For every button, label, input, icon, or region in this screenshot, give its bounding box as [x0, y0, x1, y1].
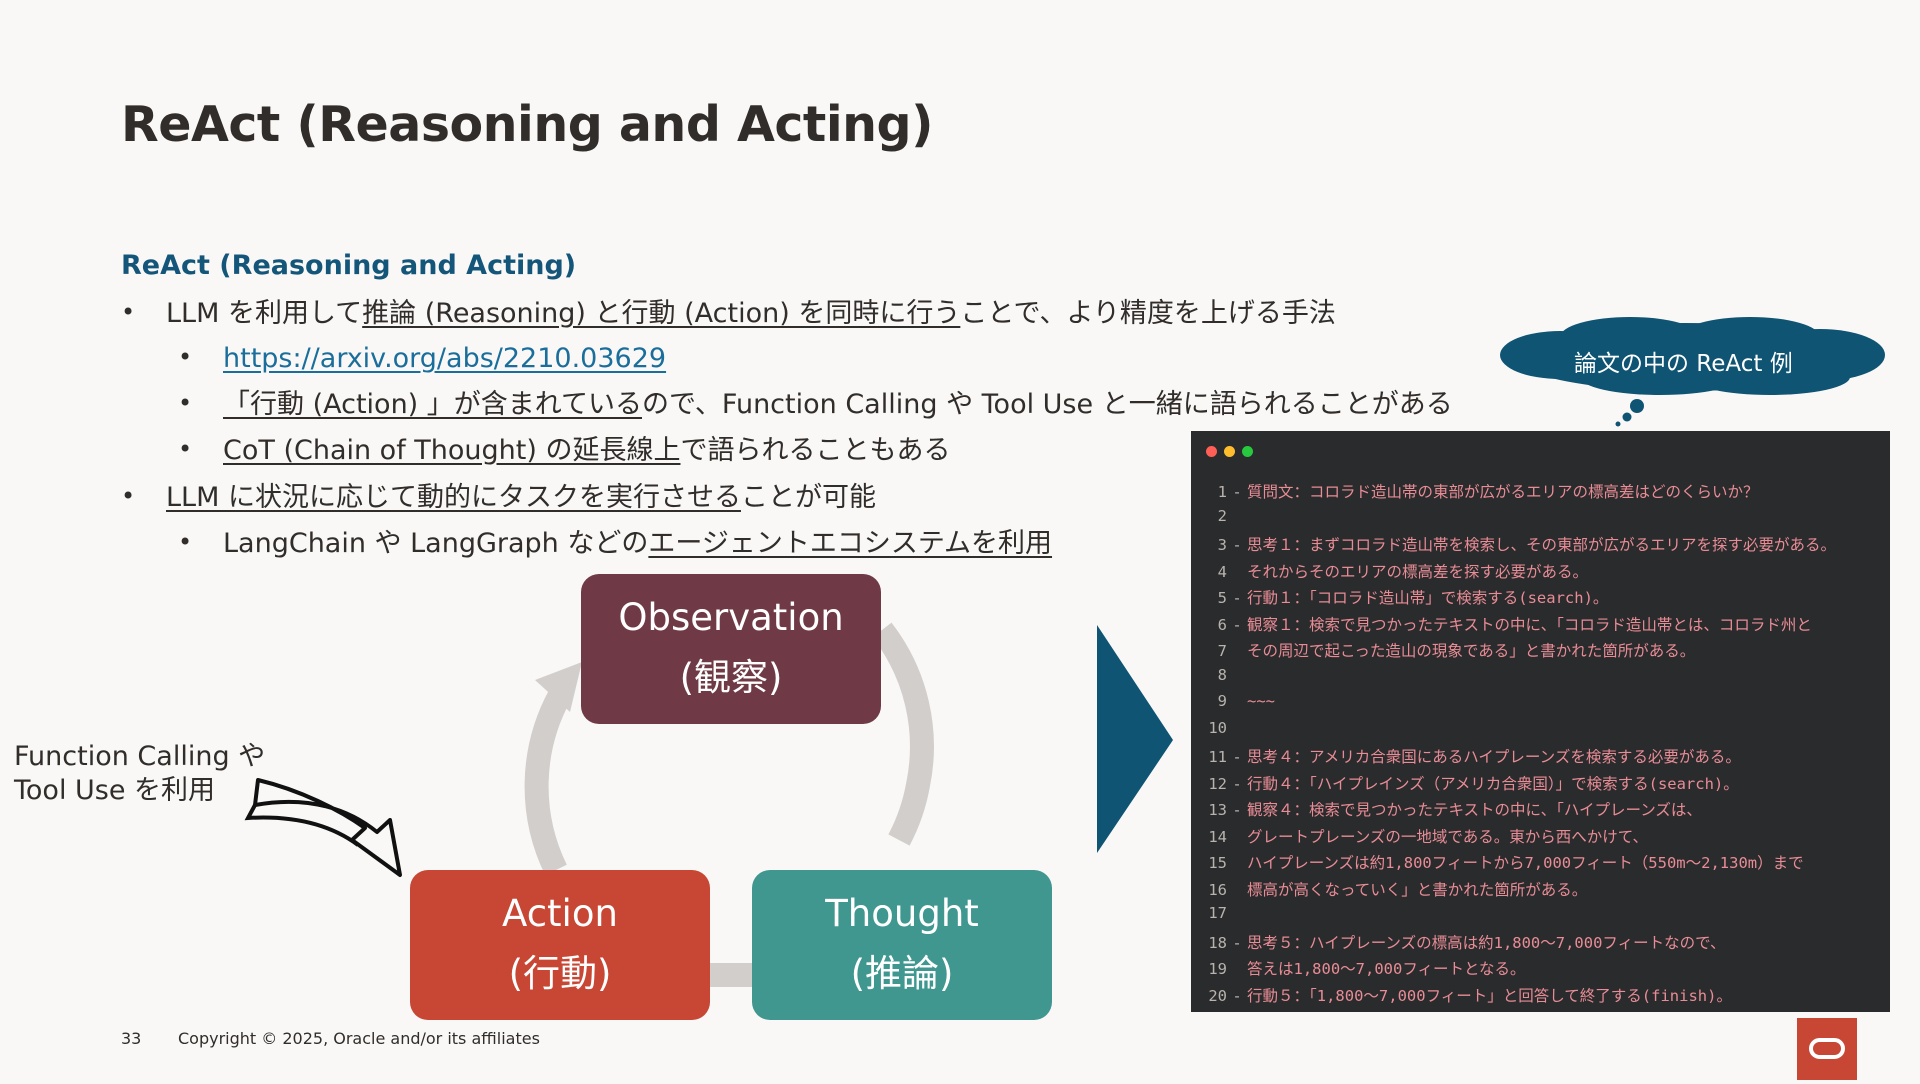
code-line: 2	[1191, 507, 1247, 525]
line-number: 11	[1208, 748, 1227, 766]
bullet-1b: 「行動 (Action) 」が含まれているので、Function Calling…	[223, 389, 1453, 420]
code-line: 8	[1191, 666, 1247, 684]
window-minimize-dot-icon	[1224, 446, 1235, 457]
line-number: 6	[1217, 615, 1227, 634]
line-number: 7	[1217, 642, 1227, 660]
code-line: 10	[1191, 719, 1247, 737]
line-number: 10	[1208, 718, 1227, 737]
line-text: 質問文：コロラド造山帯の東部が広がるエリアの標高差はどのくらいか？	[1247, 483, 1759, 501]
line-number: 2	[1217, 506, 1227, 525]
code-line: 16 標高が高くなっていく」と書かれた箇所がある。	[1191, 878, 1587, 900]
line-number: 20	[1208, 986, 1227, 1005]
callout-text: 論文の中の ReAct 例	[1574, 351, 1793, 377]
code-line: 6-観察１：検索で見つかったテキストの中に、「コロラド造山帯とは、コロラド州と	[1191, 613, 1812, 635]
line-text: 思考５：ハイプレーンズの標高は約1,800〜7,000フィートなので、	[1247, 933, 1726, 952]
line-number: 12	[1208, 774, 1227, 793]
bullet-1: LLM を利用して推論 (Reasoning) と行動 (Action) を同時…	[166, 298, 1336, 329]
window-zoom-dot-icon	[1242, 446, 1253, 457]
line-number: 4	[1217, 562, 1227, 581]
line-number: 5	[1217, 589, 1227, 607]
observation-box: Observation (観察)	[581, 574, 881, 724]
line-number: 18	[1208, 933, 1227, 952]
line-number: 19	[1208, 960, 1227, 978]
section-heading: ReAct (Reasoning and Acting)	[121, 250, 577, 281]
code-line: 15 ハイプレーンズは約1,800フィートから7,000フィート（550m〜2,1…	[1191, 851, 1804, 873]
line-text: 思考１：まずコロラド造山帯を検索し、その東部が広がるエリアを探す必要がある。	[1247, 536, 1837, 554]
line-text: その周辺で起こった造山の現象である」と書かれた箇所がある。	[1247, 642, 1696, 660]
code-line: 3-思考１：まずコロラド造山帯を検索し、その東部が広がるエリアを探す必要がある。	[1191, 533, 1836, 555]
line-text: 答えは1,800〜7,000フィートとなる。	[1247, 960, 1526, 978]
line-number: 13	[1208, 801, 1227, 819]
bullet-dot: •	[178, 343, 193, 371]
line-text: 行動５：「1,800〜7,000フィート」と回答して終了する(finish)。	[1247, 986, 1732, 1005]
thought-cloud-icon	[1500, 317, 1885, 427]
code-line: 7 その周辺で起こった造山の現象である」と書かれた箇所がある。	[1191, 639, 1696, 661]
bullet-dot: •	[178, 435, 193, 463]
line-number: 1	[1217, 483, 1227, 501]
function-calling-label: Function Calling や Tool Use を利用	[14, 741, 266, 806]
code-line: 14 グレートプレーンズの一地域である。東から西へかけて、	[1191, 825, 1648, 847]
page-title: ReAct (Reasoning and Acting)	[121, 96, 934, 153]
line-number: 14	[1208, 827, 1227, 846]
code-line: 17	[1191, 904, 1247, 922]
code-line: 12-行動４：「ハイプレインズ（アメリカ合衆国）」で検索する(search)。	[1191, 772, 1739, 794]
line-text: それからそのエリアの標高差を探す必要がある。	[1247, 562, 1589, 581]
line-marker: -	[1232, 933, 1242, 952]
code-line: 1-質問文：コロラド造山帯の東部が広がるエリアの標高差はどのくらいか？	[1191, 480, 1759, 502]
bullet-2a: LangChain や LangGraph などのエージェントエコシステムを利用	[223, 528, 1053, 559]
copyright: Copyright © 2025, Oracle and/or its affi…	[178, 1029, 540, 1048]
line-marker: -	[1232, 748, 1242, 766]
code-line: 13-観察４：検索で見つかったテキストの中に、「ハイプレーンズは、	[1191, 798, 1702, 820]
line-marker: -	[1232, 615, 1242, 634]
line-marker: -	[1232, 536, 1242, 554]
line-number: 16	[1208, 880, 1227, 899]
code-line: 11-思考４：アメリカ合衆国にあるハイプレーンズを検索する必要がある。	[1191, 745, 1741, 767]
line-number: 17	[1208, 904, 1227, 922]
oracle-logo-icon	[1797, 1018, 1857, 1080]
cycle-arrow-icon	[524, 622, 934, 987]
line-text: 観察４：検索で見つかったテキストの中に、「ハイプレーンズは、	[1247, 801, 1702, 819]
chevron-right-icon	[1097, 625, 1173, 853]
line-text: ~~~	[1247, 692, 1275, 710]
thought-box: Thought (推論)	[752, 870, 1052, 1020]
code-line: 5-行動１：「コロラド造山帯」で検索する(search)。	[1191, 586, 1609, 608]
code-line: 4 それからそのエリアの標高差を探す必要がある。	[1191, 560, 1588, 582]
code-line: 19 答えは1,800〜7,000フィートとなる。	[1191, 957, 1526, 979]
bullet-dot: •	[178, 389, 193, 417]
line-marker: -	[1232, 986, 1242, 1005]
line-text: 行動１：「コロラド造山帯」で検索する(search)。	[1247, 589, 1609, 607]
action-box: Action (行動)	[410, 870, 710, 1020]
line-text: 行動４：「ハイプレインズ（アメリカ合衆国）」で検索する(search)。	[1247, 774, 1739, 793]
hand-drawn-arrow-icon	[244, 778, 402, 877]
line-text: グレートプレーンズの一地域である。東から西へかけて、	[1247, 827, 1648, 846]
line-number: 3	[1217, 536, 1227, 554]
line-marker: -	[1232, 774, 1242, 793]
bullet-2: LLM に状況に応じて動的にタスクを実行させることが可能	[166, 482, 876, 513]
code-line: 18-思考５：ハイプレーンズの標高は約1,800〜7,000フィートなので、	[1191, 931, 1726, 953]
code-line: 9 ~~~	[1191, 692, 1275, 710]
line-marker: -	[1232, 589, 1242, 607]
line-text: 標高が高くなっていく」と書かれた箇所がある。	[1247, 880, 1588, 899]
bullet-1c: CoT (Chain of Thought) の延長線上で語られることもある	[223, 435, 951, 466]
page-number: 33	[121, 1029, 142, 1048]
bullet-dot: •	[178, 528, 193, 556]
bullet-1a: https://arxiv.org/abs/2210.03629	[223, 341, 666, 377]
arxiv-link[interactable]: https://arxiv.org/abs/2210.03629	[223, 343, 667, 374]
code-line: 20-行動５：「1,800〜7,000フィート」と回答して終了する(finish…	[1191, 984, 1732, 1006]
bullet-dot: •	[121, 298, 136, 326]
line-number: 9	[1217, 692, 1227, 710]
line-number: 15	[1208, 854, 1227, 872]
bullet-dot: •	[121, 482, 136, 510]
window-close-dot-icon	[1206, 446, 1217, 457]
line-marker: -	[1232, 483, 1242, 501]
line-text: ハイプレーンズは約1,800フィートから7,000フィート（550m〜2,130…	[1247, 854, 1804, 872]
line-number: 8	[1217, 665, 1227, 684]
line-text: 思考４：アメリカ合衆国にあるハイプレーンズを検索する必要がある。	[1247, 748, 1741, 766]
line-text: 観察１：検索で見つかったテキストの中に、「コロラド造山帯とは、コロラド州と	[1247, 615, 1812, 634]
line-marker: -	[1232, 801, 1242, 819]
